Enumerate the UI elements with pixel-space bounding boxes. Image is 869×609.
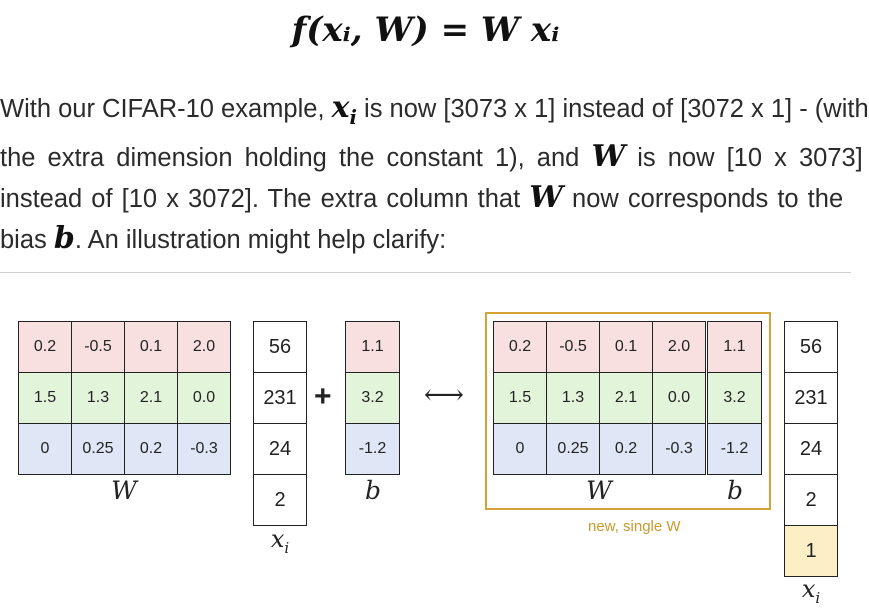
combined-b-cell: 1.1	[707, 321, 762, 373]
w-matrix-cell: 1.3	[71, 372, 125, 424]
text-segment: bias	[0, 226, 54, 254]
b-vector-label: b	[364, 476, 381, 505]
x-augmented-cell: 2	[784, 474, 838, 526]
text-segment: . An illustration might help clarify:	[74, 226, 447, 254]
text-segment: now corresponds to the	[562, 185, 844, 213]
combined-w-cell: 0.2	[599, 423, 653, 475]
combined-b-cell: 3.2	[707, 372, 762, 424]
combined-w-cell: 0.2	[493, 321, 547, 373]
text-segment: With our CIFAR-10 example,	[0, 95, 332, 123]
combined-w-cell: 2.0	[652, 321, 706, 373]
combined-matrix-caption: new, single W	[588, 518, 681, 535]
math-W: W	[591, 139, 626, 174]
x-augmented-cell: 24	[784, 423, 838, 475]
x-augmented-cell: 56	[784, 321, 838, 373]
w-matrix-cell: 0	[18, 423, 72, 475]
combined-w-cell: 0.0	[652, 372, 706, 424]
paragraph-line-1: With our CIFAR-10 example, xi is now [30…	[0, 88, 869, 137]
w-matrix-cell: 0.25	[71, 423, 125, 475]
w-matrix-label: W	[111, 476, 137, 505]
combined-w-label: W	[586, 476, 612, 505]
x-augmented-cell: 1	[784, 525, 838, 577]
paragraph: With our CIFAR-10 example, xi is now [30…	[0, 88, 869, 260]
w-matrix-cell: 0.0	[177, 372, 231, 424]
x-vector-label: xi	[270, 525, 290, 557]
x-augmented-cell: 231	[784, 372, 838, 424]
b-vector-cell: 3.2	[345, 372, 400, 424]
combined-b-label: b	[726, 476, 743, 505]
combined-w-cell: -0.3	[652, 423, 706, 475]
w-matrix-cell: 2.0	[177, 321, 231, 373]
w-matrix-cell: 2.1	[124, 372, 178, 424]
x-vector-cell: 2	[253, 474, 307, 526]
w-matrix-cell: 1.5	[18, 372, 72, 424]
combined-b-cell: -1.2	[707, 423, 762, 475]
b-vector-cell: 1.1	[345, 321, 400, 373]
paragraph-line-3: instead of [10 x 3072]. The extra column…	[0, 178, 851, 219]
formula: f(xᵢ, W) = W xᵢ	[291, 10, 560, 50]
paragraph-line-4: bias b. An illustration might help clari…	[0, 219, 851, 260]
text-segment: is now [10 x 3073]	[625, 144, 863, 172]
w-matrix-cell: -0.5	[71, 321, 125, 373]
combined-w-cell: -0.5	[546, 321, 600, 373]
combined-w-cell: 0.25	[546, 423, 600, 475]
math-W: W	[529, 180, 563, 215]
w-matrix-cell: -0.3	[177, 423, 231, 475]
b-vector-cell: -1.2	[345, 423, 400, 475]
paragraph-line-2: the extra dimension holding the constant…	[0, 137, 863, 178]
plus-sign: +	[314, 380, 332, 413]
x-vector-cell: 24	[253, 423, 307, 475]
x-augmented-label: xi	[801, 575, 821, 607]
combined-matrix-frame	[485, 312, 771, 510]
combined-w-cell: 0	[493, 423, 547, 475]
separator	[0, 272, 851, 273]
math-x-i: xi	[331, 90, 357, 129]
combined-w-cell: 1.5	[493, 372, 547, 424]
x-vector-cell: 56	[253, 321, 307, 373]
combined-w-cell: 1.3	[546, 372, 600, 424]
w-matrix-cell: 0.2	[124, 423, 178, 475]
text-segment: is now [3073 x 1] instead of [3072 x 1] …	[356, 95, 869, 123]
text-segment: instead of [10 x 3072]. The extra column…	[0, 185, 530, 213]
combined-w-cell: 2.1	[599, 372, 653, 424]
combined-w-cell: 0.1	[599, 321, 653, 373]
w-matrix-cell: 0.2	[18, 321, 72, 373]
double-arrow: ⟷	[423, 378, 465, 411]
math-b: b	[53, 221, 75, 256]
text-segment: the extra dimension holding the constant…	[0, 144, 592, 172]
w-matrix-cell: 0.1	[124, 321, 178, 373]
x-vector-cell: 231	[253, 372, 307, 424]
